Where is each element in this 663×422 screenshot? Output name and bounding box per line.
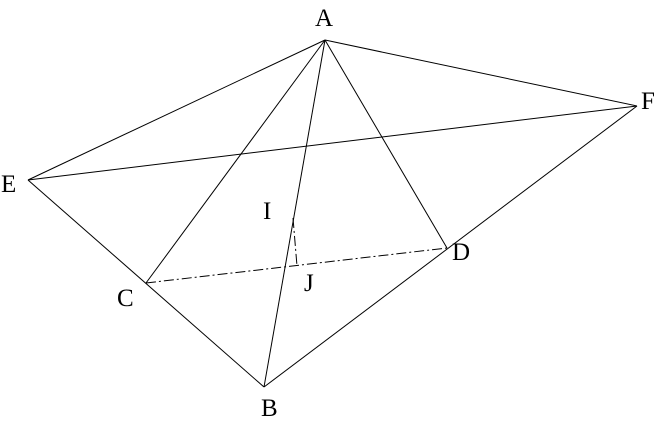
label-I: I (263, 198, 271, 225)
segment-AB (263, 39, 326, 388)
segment-AC (145, 39, 326, 284)
segment-FB (263, 105, 638, 388)
label-E: E (1, 171, 16, 198)
segment-AD (324, 39, 448, 249)
segment-EF (27, 105, 638, 181)
segment-EB (27, 179, 265, 388)
segment-AF (324, 39, 638, 107)
segment-IJ (292, 217, 298, 267)
label-D: D (452, 239, 470, 266)
label-B: B (261, 395, 278, 422)
segment-AE (27, 39, 326, 181)
label-C: C (117, 285, 134, 312)
label-J: J (304, 270, 314, 297)
label-F: F (641, 88, 655, 115)
segment-CD (145, 247, 448, 284)
label-A: A (315, 5, 333, 32)
